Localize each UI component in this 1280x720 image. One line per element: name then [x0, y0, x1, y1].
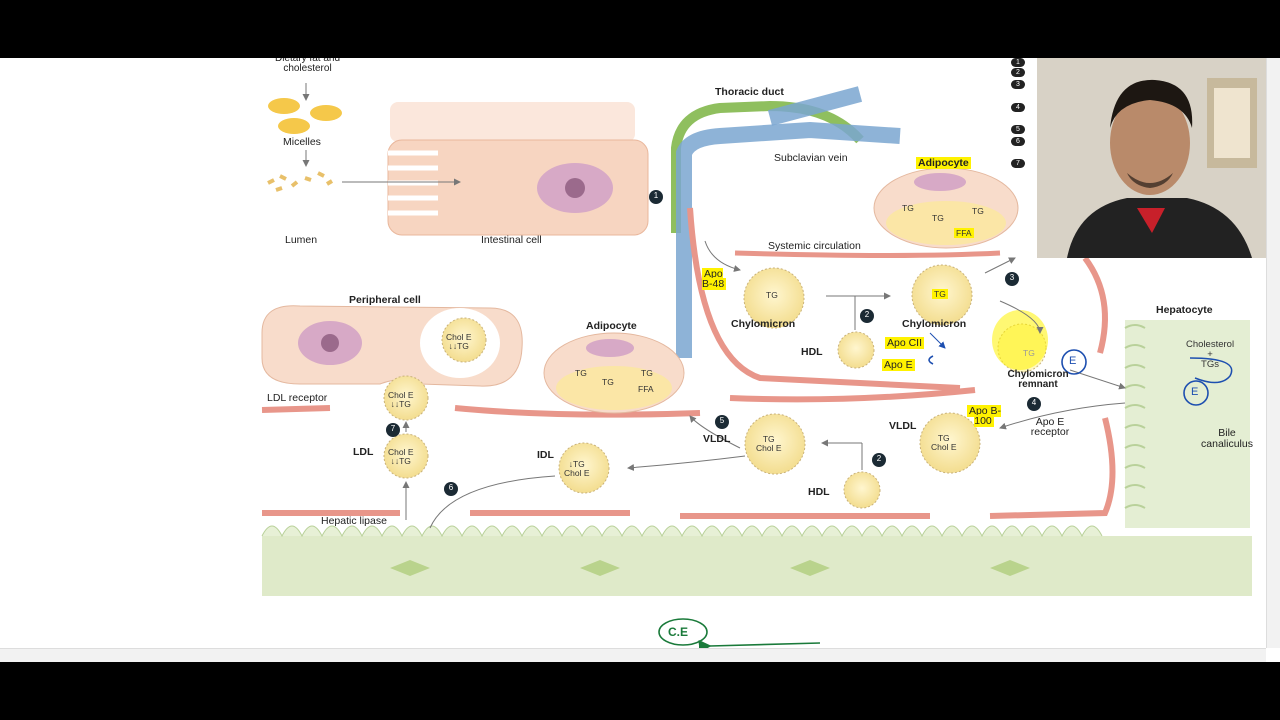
hepatic-lipase-label: Hepatic lipase [321, 515, 387, 527]
horizontal-scrollbar[interactable] [0, 648, 1266, 662]
idl-contents: ↓TG Chol E [564, 459, 590, 478]
step-markers [386, 190, 1041, 496]
adipocyte-mid-label: Adipocyte [586, 320, 637, 332]
chylomicron-remnant-tg: TG [1023, 348, 1035, 358]
chylomicron-remnant-label: Chylomicron remnant [1007, 369, 1069, 390]
vldl-right-contents: TG Chol E [931, 433, 957, 452]
hepatocyte-tissue [1124, 320, 1250, 528]
adipocyte-mid-tg-1: TG [575, 368, 587, 378]
lumen-label: Lumen [285, 234, 318, 246]
chylomicron-left-label: Chylomicron [731, 318, 796, 330]
bile-canaliculus-label: Bile canaliculus [1201, 427, 1253, 450]
side-nav-5[interactable]: 5 [1011, 125, 1025, 134]
chylomicron-left-tg: TG [766, 290, 778, 300]
flow-arrows [402, 240, 1126, 648]
intestinal-cell-label: Intestinal cell [481, 234, 542, 246]
step-1: 1 [653, 191, 659, 200]
hdl-top-label: HDL [801, 346, 823, 358]
step-4: 4 [1031, 398, 1037, 407]
adipocyte-top-label: Adipocyte [916, 157, 971, 169]
side-nav-4[interactable]: 4 [1011, 103, 1025, 112]
side-nav-6[interactable]: 6 [1011, 137, 1025, 146]
pen-e-1: E [1069, 355, 1077, 367]
adipocyte-mid [543, 332, 685, 414]
micelles [267, 83, 461, 192]
subclavian-vein-label: Subclavian vein [774, 152, 848, 164]
side-nav-2[interactable]: 2 [1011, 68, 1025, 77]
apo-b100-label: Apo B-100 [966, 405, 1002, 427]
cholesterol-tgs-label: Cholesterol + TGs [1186, 339, 1235, 370]
micelles-label: Micelles [283, 136, 321, 148]
step-7: 7 [390, 424, 396, 433]
adipocyte-top-tg-1: TG [902, 203, 914, 213]
adipocyte-mid-ffa: FFA [638, 384, 654, 394]
hepatocyte-label: Hepatocyte [1156, 304, 1213, 316]
dietary-fat-label: Dietary fat and cholesterol [274, 58, 341, 74]
step-6: 6 [448, 483, 454, 492]
apo-cii-label: Apo CII [885, 337, 925, 349]
peripheral-cell-label: Peripheral cell [349, 294, 421, 306]
lipoprotein-diagram [261, 83, 1252, 648]
adipocyte-top-tg-3: TG [972, 206, 984, 216]
ldl-receptor-label: LDL receptor [267, 392, 328, 404]
step-2-top: 2 [864, 310, 870, 319]
vldl-left-contents: TG Chol E [756, 434, 782, 453]
side-nav-7[interactable]: 7 [1011, 159, 1025, 168]
thoracic-duct-label: Thoracic duct [715, 86, 784, 98]
systemic-circulation-label: Systemic circulation [768, 240, 861, 252]
adipocyte-top-tg-2: TG [932, 213, 944, 223]
apo-e-label: Apo E [882, 359, 915, 371]
presenter-image [1037, 58, 1267, 258]
chylomicron-right-label: Chylomicron [902, 318, 967, 330]
ldl-receptor-particle-contents: Chol E ↓↓TG [388, 390, 414, 409]
step-3: 3 [1009, 273, 1015, 282]
adipocyte-mid-tg-3: TG [641, 368, 653, 378]
adipocyte-top [873, 167, 1019, 249]
vldl-left-label: VLDL [703, 433, 731, 445]
particles [383, 264, 1048, 509]
chylomicron-right-tg: TG [932, 289, 948, 299]
vertical-scrollbar[interactable] [1266, 58, 1280, 648]
vldl-right-label: VLDL [889, 420, 917, 432]
ldl-label: LDL [353, 446, 374, 458]
adipocyte-mid-tg-2: TG [602, 377, 614, 387]
ldl-contents: Chol E ↓↓TG [388, 447, 414, 466]
peripheral-cell-particle-contents: Chol E ↓↓TG [446, 332, 472, 351]
step-2-bottom: 2 [876, 454, 882, 463]
pen-ce: C.E [668, 625, 689, 639]
presenter-webcam [1037, 58, 1267, 258]
vessels [261, 86, 1116, 519]
video-frame: Dietary fat and cholesterol Micelles Lum… [0, 58, 1280, 662]
intestinal-cell [387, 102, 649, 236]
side-nav-3[interactable]: 3 [1011, 80, 1025, 89]
hdl-bottom-label: HDL [808, 486, 830, 498]
apo-b48-label: Apo B-48 [702, 268, 727, 290]
apo-e-receptor-label: Apo E receptor [1030, 416, 1070, 438]
pen-annotations [658, 349, 1233, 646]
pen-e-2: E [1191, 386, 1199, 398]
adipocyte-top-ffa: FFA [954, 228, 974, 238]
intestinal-villi [261, 525, 1252, 596]
step-5: 5 [719, 416, 725, 425]
idl-label: IDL [537, 449, 554, 461]
side-nav-1[interactable]: 1 [1011, 58, 1025, 67]
